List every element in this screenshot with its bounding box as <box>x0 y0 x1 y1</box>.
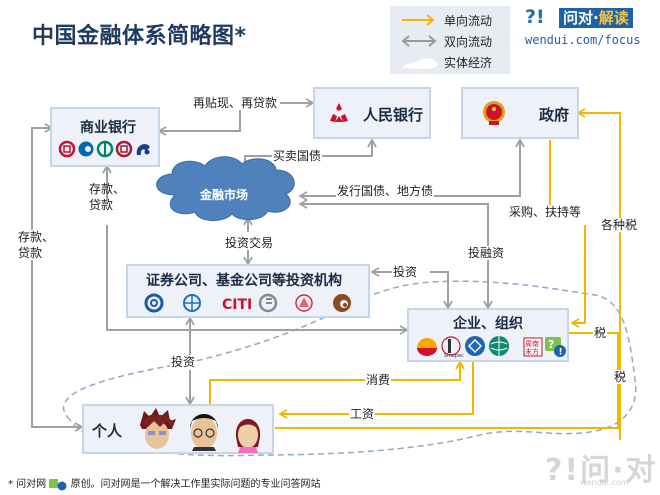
financial-market-cloud <box>156 156 295 221</box>
securities-logo-5-icon <box>333 294 351 312</box>
brand-logo: ?! 问对·解读 wendui.com/focus <box>525 6 655 50</box>
label-investment-trade: 投资交易 <box>224 236 275 250</box>
label-invest-individual: 投资 <box>170 355 197 369</box>
financial-market-label: 金融市场 <box>200 188 249 202</box>
edge-taxes <box>576 108 621 440</box>
watermark: ?!问·对 <box>545 453 658 488</box>
securities-logo-2-icon <box>183 294 201 312</box>
node-title: 政府 <box>539 106 570 124</box>
node-individual[interactable]: 个人 <box>82 404 274 454</box>
edge-procurement-down <box>570 225 586 328</box>
bocom-logo-icon <box>136 144 150 155</box>
node-title: 证券公司、基金公司等投资机构 <box>146 273 342 289</box>
abc-logo-icon <box>96 140 114 158</box>
label-deposit-inner-2: 贷款 <box>89 198 114 212</box>
legend-label: 单向流动 <box>444 14 493 28</box>
legend-item-two-way: 双向流动 <box>390 31 510 51</box>
label-consumption: 消费 <box>365 373 392 387</box>
legend-label: 双向流动 <box>444 35 493 49</box>
label-issue-bonds: 发行国债、地方债 <box>336 184 435 198</box>
node-investment-institutions[interactable]: 证券公司、基金公司等投资机构 CITI <box>126 264 370 318</box>
securities-logo-3-icon <box>258 293 278 313</box>
svg-text:Sinopec: Sinopec <box>444 353 464 359</box>
node-commercial-bank[interactable]: 商业银行 <box>50 107 160 167</box>
label-deposit-outer-1: 存款、 <box>17 230 56 244</box>
orange-arrow-icon <box>402 14 435 26</box>
label-taxes: 各种税 <box>600 218 639 232</box>
brand-name: 问对·解读 <box>559 8 633 28</box>
legend-label: 实体经济 <box>444 56 493 70</box>
edge-deposit-inner <box>106 225 409 335</box>
national-emblem-icon <box>483 101 505 125</box>
label-trade-bonds: 买卖国债 <box>272 149 323 163</box>
avatar-spiky-hair-icon <box>140 408 176 449</box>
legend-item-one-way: 单向流动 <box>390 10 510 30</box>
edge-deposit-outer-up <box>31 123 54 230</box>
individual-avatars <box>140 408 261 453</box>
svg-text:末方: 末方 <box>525 347 539 356</box>
label-procurement: 采购、扶持等 <box>508 205 583 219</box>
state-grid-logo-icon <box>489 336 509 356</box>
svg-text:周南: 周南 <box>525 339 539 348</box>
boc-logo-icon <box>115 140 133 158</box>
label-wage: 工资 <box>349 407 376 421</box>
avatar-woman-icon <box>235 419 261 453</box>
footer-prefix: * 问对网 <box>8 479 47 490</box>
brand-name-part2: 解读 <box>598 9 629 27</box>
securities-logo-4-icon <box>295 294 313 312</box>
label-invest-enterprise: 投资 <box>392 265 419 279</box>
legend: 单向流动 双向流动 实体经济 <box>390 6 510 74</box>
icbc-logo-icon <box>58 140 76 158</box>
edge-invest-enterprise <box>430 271 453 310</box>
legend-item-real-economy: 实体经济 <box>390 52 510 72</box>
svg-text:!: ! <box>559 348 563 358</box>
footer-text: 原创。问对网是一个解决工作里实际问题的专业问答网站 <box>70 479 321 490</box>
institution-logos: CITI <box>144 293 351 313</box>
wendui-small-logo-icon <box>49 478 67 490</box>
label-financing: 投融资 <box>467 246 506 260</box>
node-government[interactable]: 政府 <box>461 87 579 139</box>
label-tax-individual: 税 <box>613 370 628 384</box>
node-title: 企业、组织 <box>453 316 523 332</box>
edge-deposit-outer <box>31 260 84 432</box>
petrochina-logo-icon <box>417 338 437 356</box>
label-deposit-inner-1: 存款、 <box>89 182 126 196</box>
watermark-url: wendui.com <box>580 478 629 487</box>
node-enterprise[interactable]: 企业、组织 Sinopec 周南末方 ?! <box>407 308 569 362</box>
node-title: 人民银行 <box>363 106 424 124</box>
wendui-logo-icon: ?! <box>545 337 566 358</box>
node-title: 个人 <box>92 422 123 440</box>
china-mobile-logo-icon <box>465 336 485 356</box>
label-tax-enterprise: 税 <box>593 326 608 340</box>
node-pboc[interactable]: 人民银行 <box>313 87 431 139</box>
edge-consumption <box>209 360 465 404</box>
ccb-logo-icon <box>78 141 94 157</box>
wendui-logo-icon: ?! <box>525 6 545 28</box>
page-title: 中国金融体系简略图* <box>32 24 247 49</box>
citi-logo-icon: CITI <box>222 297 252 313</box>
brand-url: wendui.com/focus <box>525 33 641 47</box>
securities-logo-1-icon <box>144 293 164 313</box>
svg-text:?: ? <box>548 338 554 351</box>
avatar-glasses-man-icon <box>190 414 218 451</box>
gray-double-arrow-icon <box>402 35 437 47</box>
sinopec-logo-icon: Sinopec <box>441 336 464 359</box>
edge-tax-individual <box>275 333 619 429</box>
edge-wage <box>278 362 474 419</box>
label-deposit-outer-2: 贷款 <box>17 246 44 260</box>
footer-note: * 问对网 原创。问对网是一个解决工作里实际问题的专业问答网站 <box>8 475 321 490</box>
white-cloud-shape-icon <box>402 58 438 69</box>
pboc-logo-icon <box>330 103 348 122</box>
label-rediscount: 再贴现、再贷款 <box>192 96 279 110</box>
brand-name-part1: 问对· <box>563 9 599 27</box>
real-economy-region <box>62 280 637 457</box>
bank-logos <box>58 140 150 158</box>
node-title: 商业银行 <box>80 120 136 136</box>
